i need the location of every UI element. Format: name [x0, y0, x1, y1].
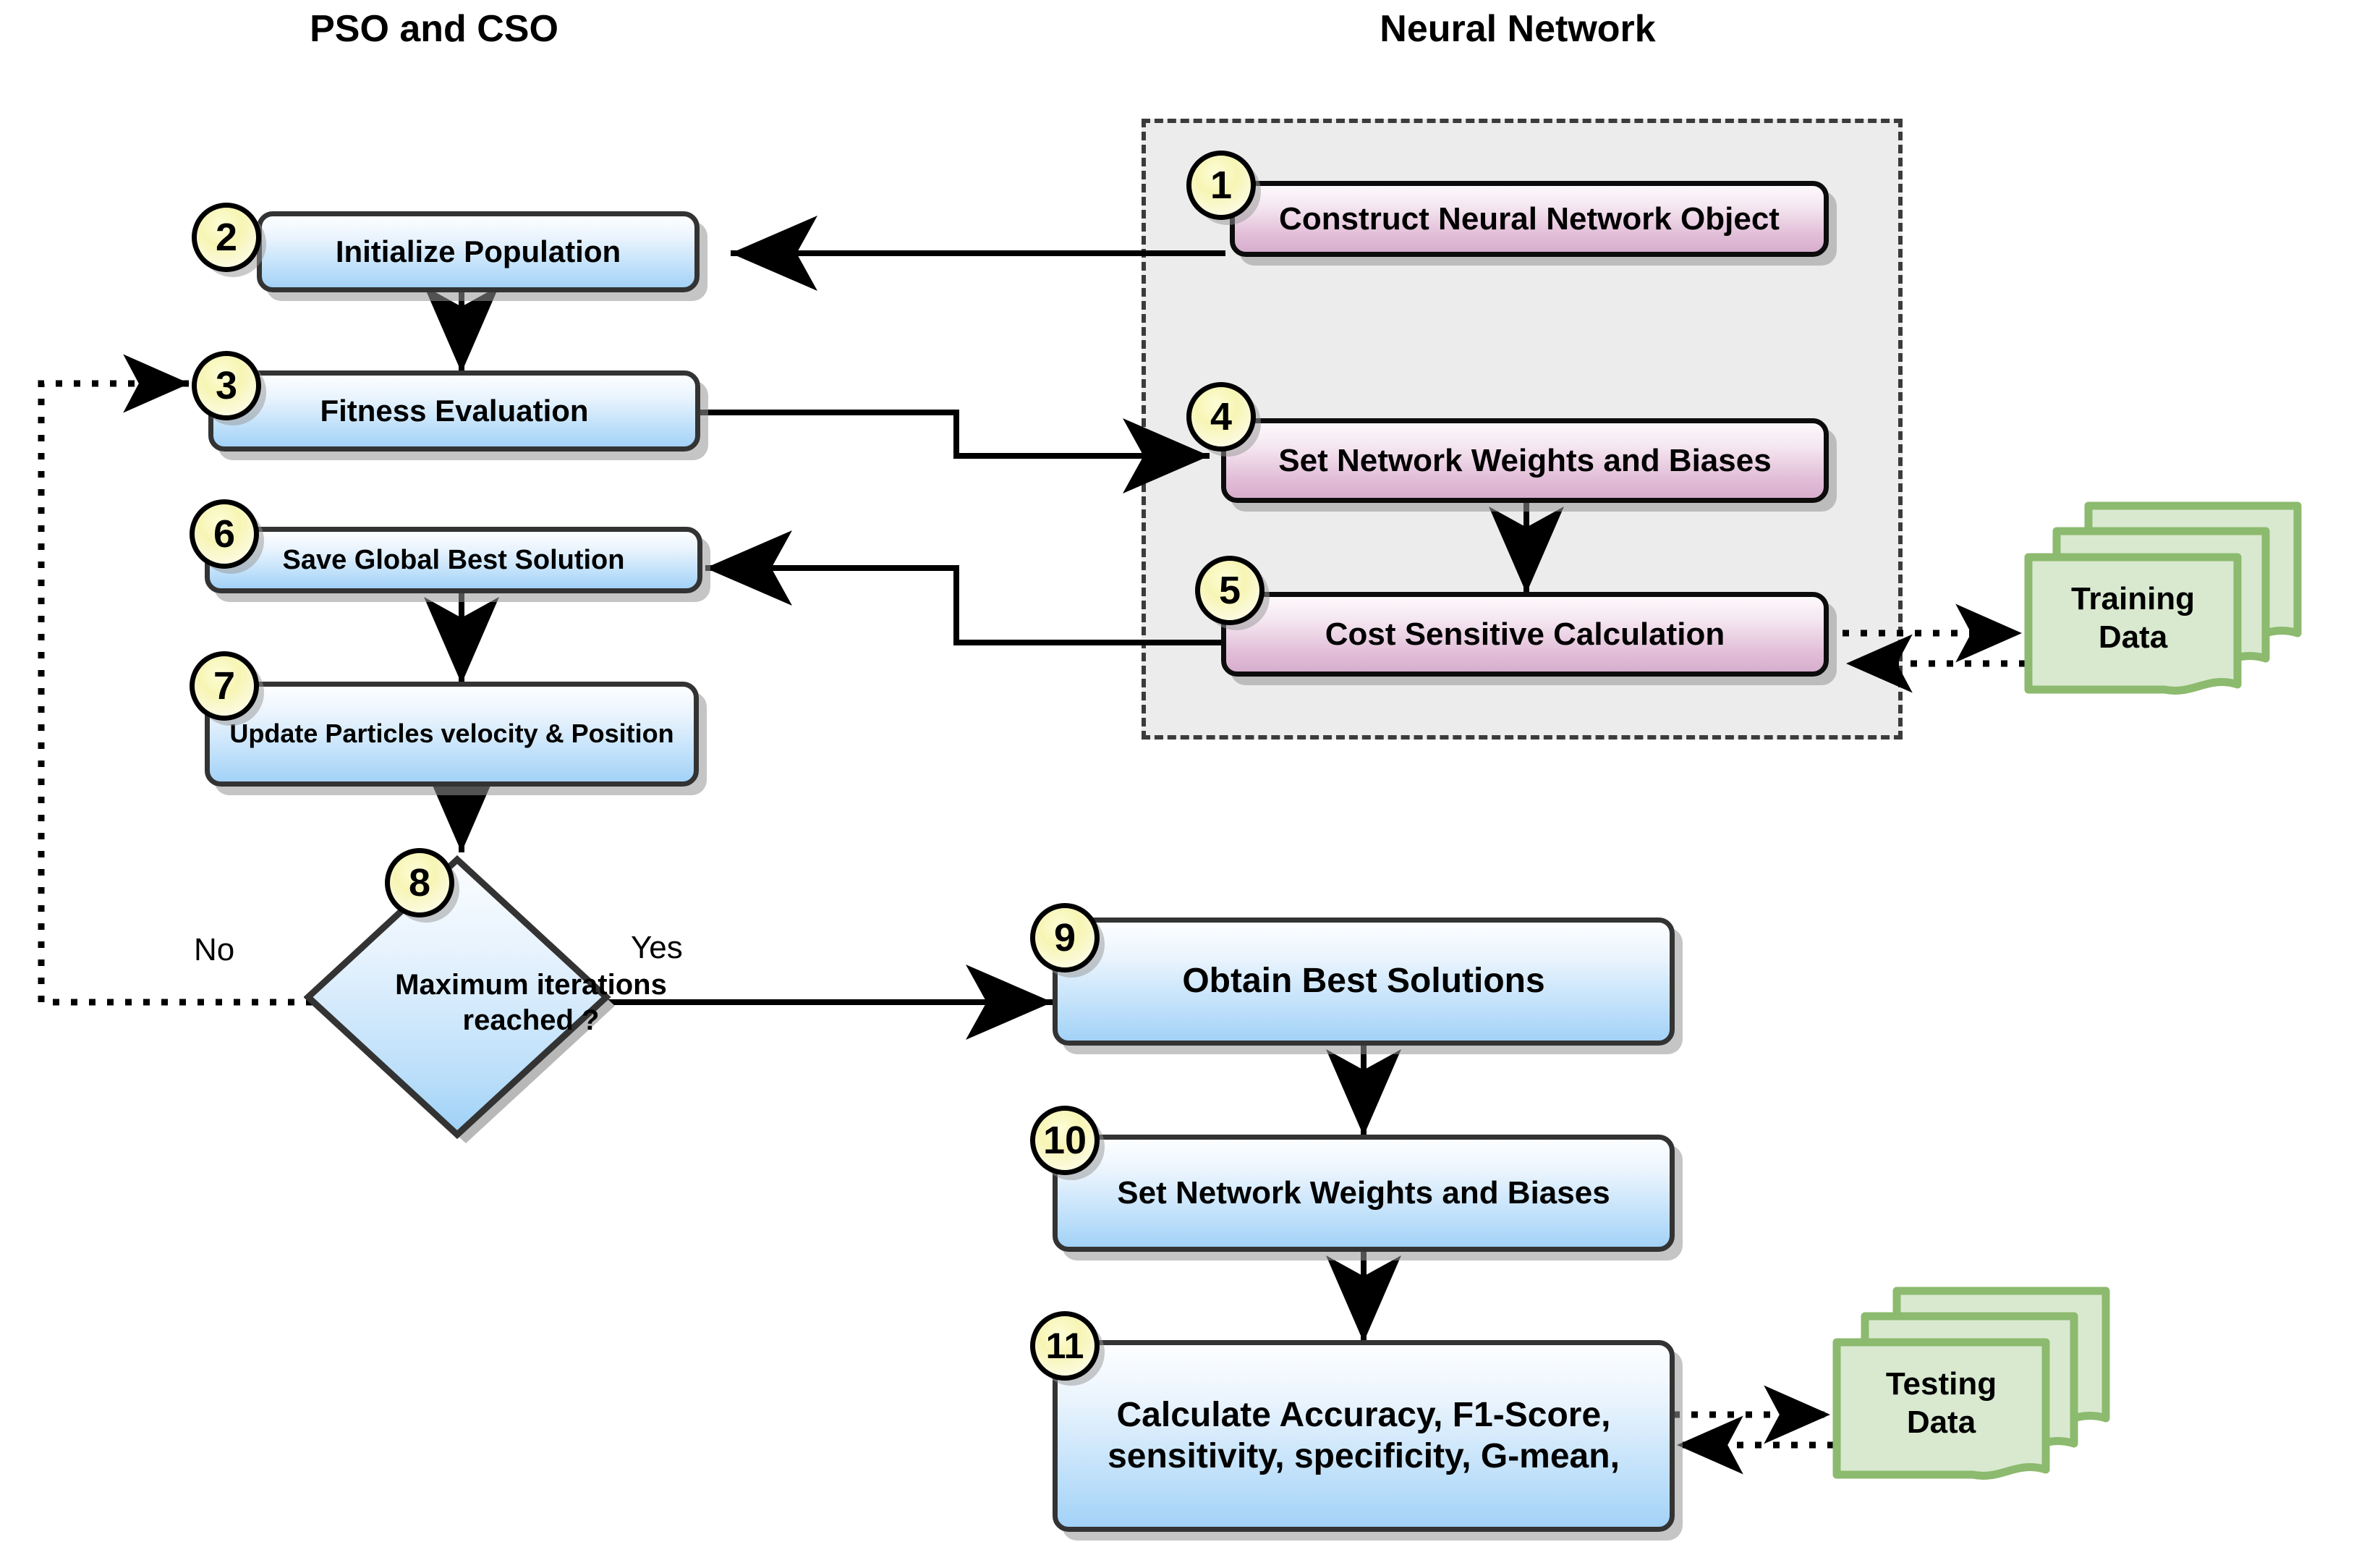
- node-label: Obtain Best Solutions: [1182, 962, 1545, 1001]
- step-badge-2: 2: [192, 203, 261, 272]
- training-data-line1: Training: [2070, 581, 2196, 617]
- node-fitness-evaluation[interactable]: Fitness Evaluation: [208, 370, 700, 452]
- node-cost-sensitive-calculation[interactable]: Cost Sensitive Calculation: [1221, 592, 1829, 677]
- node-label: Set Network Weights and Biases: [1278, 442, 1772, 478]
- step-badge-10: 10: [1030, 1106, 1100, 1175]
- training-data-shape: [2024, 501, 2302, 695]
- page-title-left: PSO and CSO: [310, 8, 558, 50]
- node-calculate-metrics[interactable]: Calculate Accuracy, F1-Score, sensitivit…: [1053, 1340, 1675, 1532]
- badge-number: 7: [213, 664, 236, 708]
- node-label: Update Particles velocity & Position: [229, 719, 674, 749]
- edge-label-no: No: [194, 932, 235, 967]
- step-badge-8: 8: [385, 848, 454, 918]
- node-label: Calculate Accuracy, F1-Score, sensitivit…: [1108, 1395, 1620, 1475]
- node-label: Cost Sensitive Calculation: [1325, 616, 1725, 652]
- step-badge-11: 11: [1030, 1311, 1100, 1381]
- badge-number: 1: [1210, 164, 1233, 207]
- step-badge-7: 7: [190, 651, 259, 721]
- node-label: Construct Neural Network Object: [1279, 200, 1780, 237]
- badge-number: 6: [213, 512, 236, 556]
- node-label: Set Network Weights and Biases: [1117, 1175, 1610, 1211]
- step-badge-5: 5: [1195, 556, 1265, 625]
- training-data-line2: Data: [2098, 619, 2168, 655]
- step-badge-6: 6: [190, 499, 259, 569]
- testing-data-shape: [1832, 1287, 2110, 1480]
- node-save-global-best-solution[interactable]: Save Global Best Solution: [205, 527, 702, 593]
- badge-number: 10: [1042, 1119, 1087, 1162]
- badge-number: 3: [215, 364, 238, 407]
- node-obtain-best-solutions[interactable]: Obtain Best Solutions: [1053, 918, 1675, 1046]
- node-label: Initialize Population: [335, 234, 621, 269]
- node-construct-neural-network-object[interactable]: Construct Neural Network Object: [1230, 181, 1829, 257]
- badge-number: 8: [408, 861, 431, 904]
- diamond-shape: [303, 855, 615, 1143]
- badge-number: 2: [215, 216, 238, 259]
- node-set-network-weights-and-biases-testing[interactable]: Set Network Weights and Biases: [1053, 1135, 1675, 1252]
- testing-data-line2: Data: [1906, 1404, 1976, 1440]
- node-set-network-weights-and-biases-training[interactable]: Set Network Weights and Biases: [1221, 418, 1829, 503]
- step-badge-4: 4: [1186, 382, 1256, 452]
- testing-data-label: Testing Data: [1837, 1349, 2046, 1458]
- edge-label-yes: Yes: [631, 930, 683, 965]
- step-badge-9: 9: [1030, 903, 1100, 973]
- step-badge-1: 1: [1186, 151, 1256, 220]
- badge-number: 4: [1210, 395, 1233, 438]
- step-badge-3: 3: [192, 351, 261, 420]
- node-initialize-population[interactable]: Initialize Population: [257, 211, 700, 292]
- node-label: Fitness Evaluation: [320, 394, 589, 428]
- node-update-particles-velocity-and-position[interactable]: Update Particles velocity & Position: [205, 682, 699, 787]
- decision-label: Maximum iterations reached ?: [395, 969, 667, 1036]
- data-store-testing-data[interactable]: Testing Data: [1830, 1284, 2112, 1498]
- page-title-right: Neural Network: [1380, 8, 1656, 50]
- data-store-training-data[interactable]: Training Data: [2022, 499, 2304, 713]
- testing-data-line1: Testing: [1885, 1366, 1997, 1402]
- badge-number: 11: [1045, 1326, 1084, 1366]
- training-data-label: Training Data: [2028, 564, 2237, 673]
- badge-number: 9: [1053, 916, 1076, 959]
- decision-maximum-iterations-reached[interactable]: Maximum iterations reached ?: [303, 854, 667, 1152]
- badge-number: 5: [1218, 569, 1241, 612]
- node-label: Save Global Best Solution: [282, 544, 625, 575]
